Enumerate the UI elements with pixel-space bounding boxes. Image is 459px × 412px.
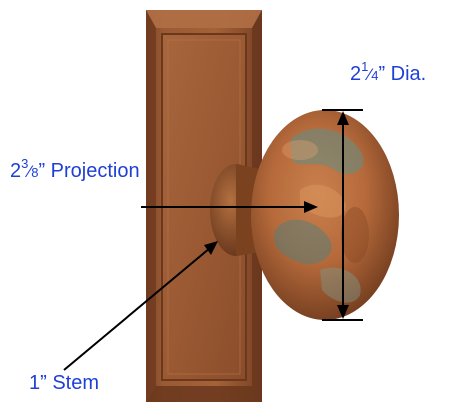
projection-numerator: 3 xyxy=(21,156,29,171)
diameter-arrow-up xyxy=(337,111,349,125)
diameter-denominator: 4 xyxy=(371,68,379,83)
diameter-dimension xyxy=(322,109,363,321)
diameter-text: ” Dia. xyxy=(378,63,427,85)
stem-label: 1” Stem xyxy=(29,372,100,394)
projection-whole: 2 xyxy=(10,160,22,182)
projection-slash: ⁄ xyxy=(28,162,32,181)
diameter-label: 21⁄4” Dia. xyxy=(350,60,427,85)
diameter-numerator: 1 xyxy=(361,59,369,74)
projection-label: 23⁄8” Projection xyxy=(10,157,140,182)
stem-arrow xyxy=(204,241,218,255)
projection-denominator: 8 xyxy=(31,165,39,180)
diameter-whole: 2 xyxy=(350,63,362,85)
projection-text: ” Projection xyxy=(38,160,140,182)
diameter-slash: ⁄ xyxy=(368,65,372,84)
stem-leader-line xyxy=(63,247,211,371)
knob-head xyxy=(251,110,399,320)
projection-arrow xyxy=(304,201,318,213)
diameter-arrow-down xyxy=(337,305,349,319)
stem-leader xyxy=(63,241,218,371)
projection-dimension xyxy=(141,201,318,213)
